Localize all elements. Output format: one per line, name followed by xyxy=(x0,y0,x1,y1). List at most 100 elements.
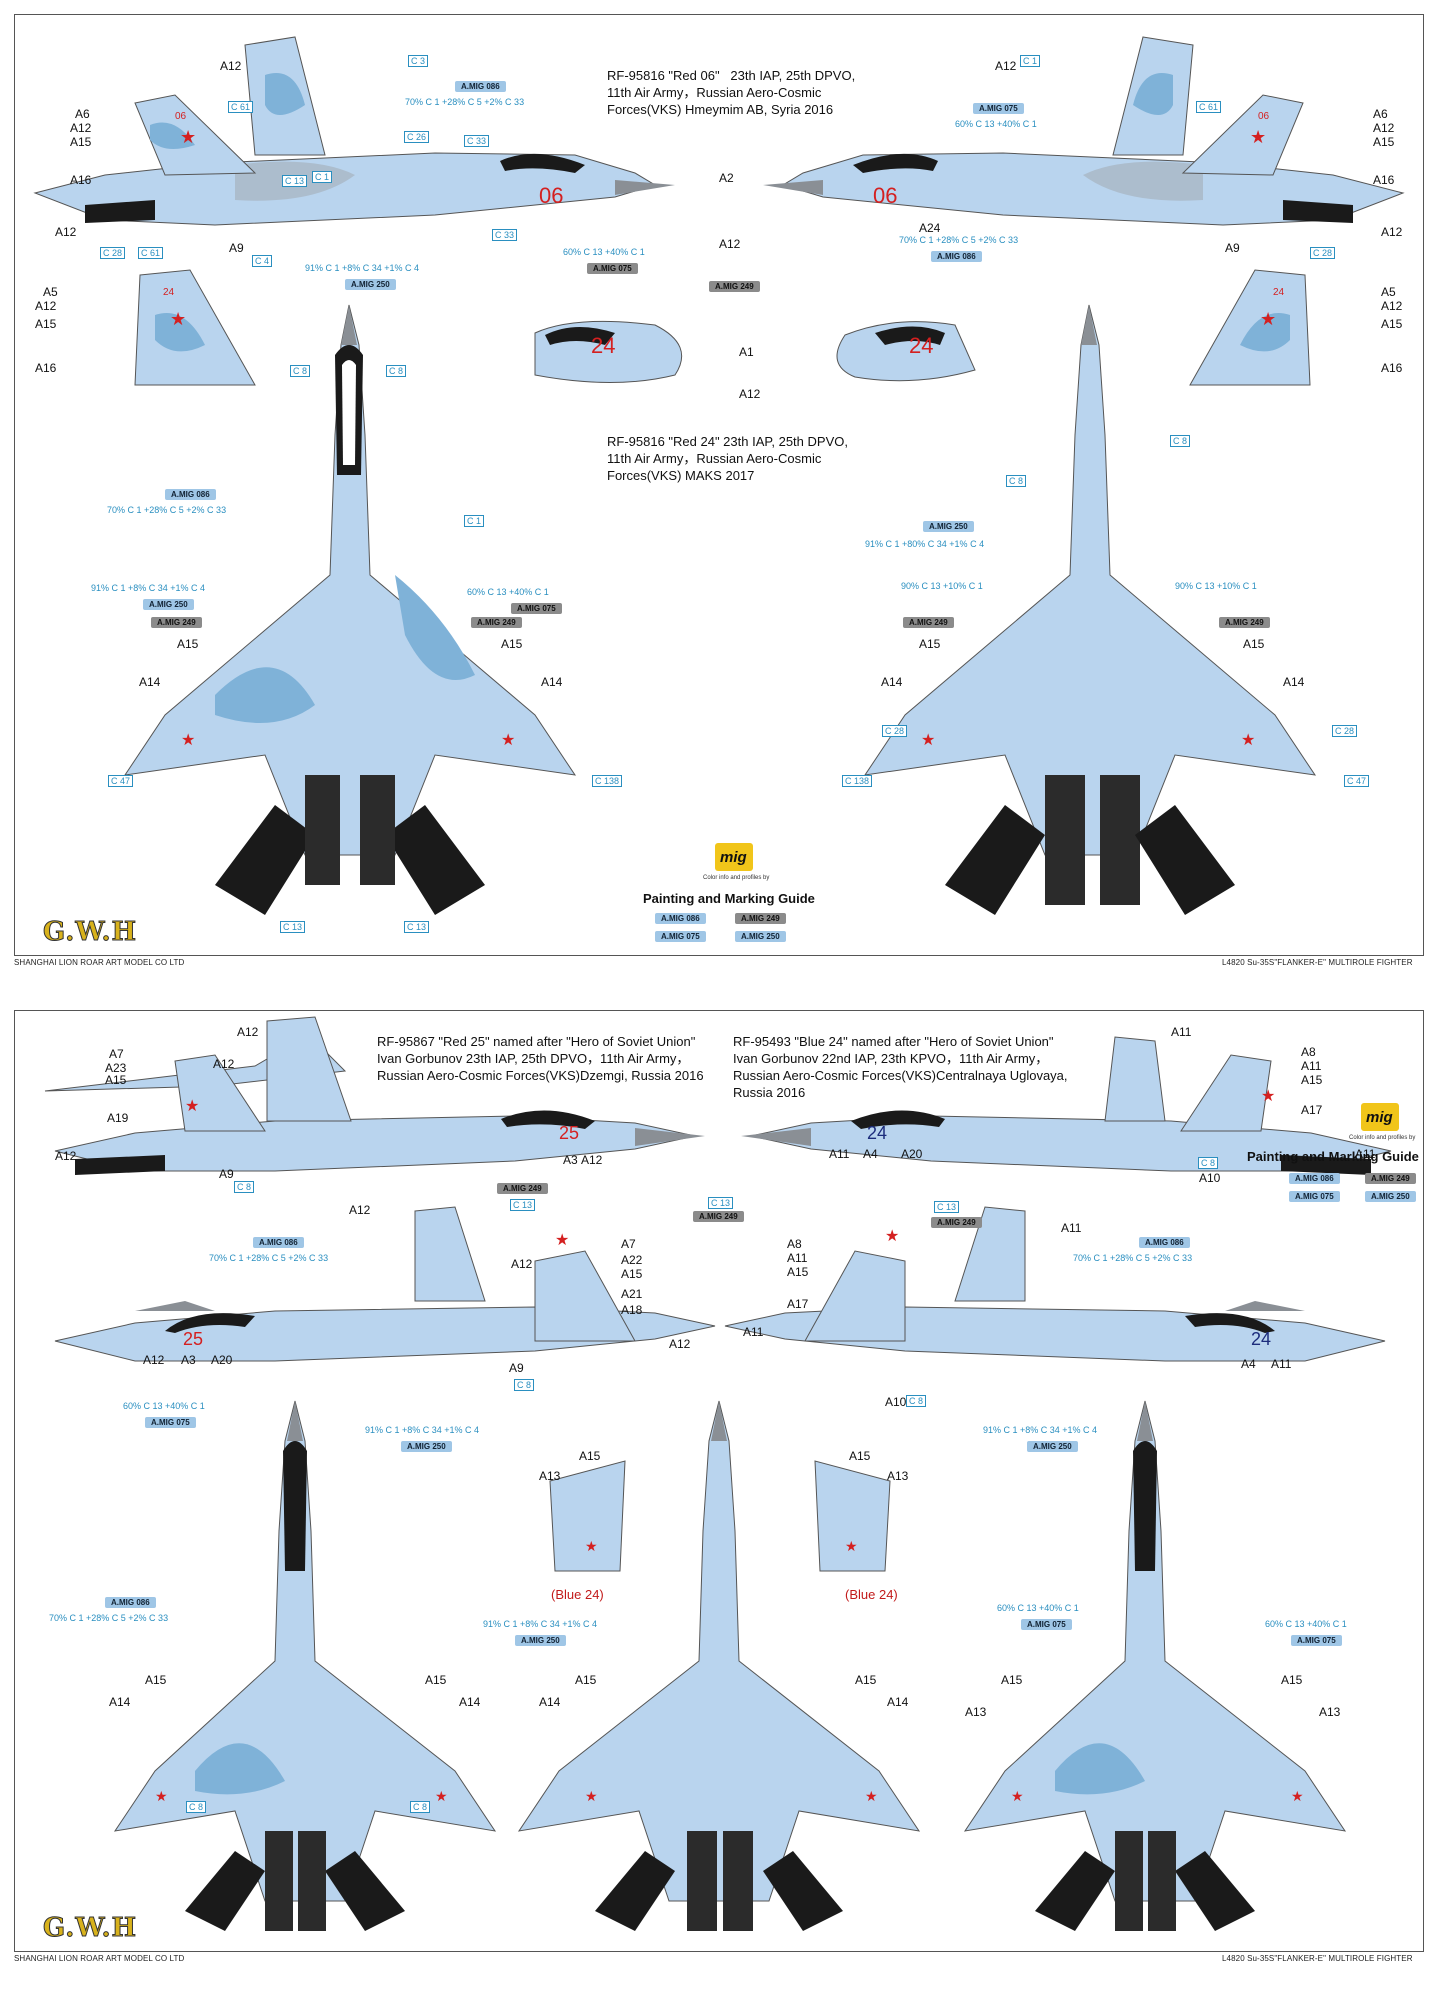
footer-right: L4820 Su-35S"FLANKER-E" MULTIROLE FIGHTE… xyxy=(1222,1954,1413,1963)
color-chip: C 13 xyxy=(281,175,308,187)
scheme-title-red06: RF-95816 "Red 06" 23th IAP, 25th DPVO, 1… xyxy=(607,68,856,117)
callout-a19: A19 xyxy=(107,1111,129,1125)
paint-mig086: A.MIG 086 xyxy=(253,1237,304,1248)
paint-mig249: A.MIG 249 xyxy=(709,281,760,292)
callout-a15: A15 xyxy=(579,1449,601,1463)
tail-fin-right-red24 xyxy=(1189,269,1311,386)
svg-text:★: ★ xyxy=(1241,732,1255,749)
callout-a12: A12 xyxy=(70,121,92,135)
callout-a16: A16 xyxy=(1381,361,1403,375)
nose-number-right: 06 xyxy=(873,183,898,208)
legend-mig250: A.MIG 250 xyxy=(735,931,786,942)
svg-text:★: ★ xyxy=(170,309,186,329)
callout-a11: A11 xyxy=(1061,1221,1082,1235)
callout-a15: A15 xyxy=(70,135,92,149)
callout-a13: A13 xyxy=(887,1469,909,1483)
color-chip: C 61 xyxy=(227,101,254,113)
sheet1-artwork: ★ ★ ★ ★ ★ ★ ★ ★ xyxy=(33,36,1405,915)
callout-a15: A15 xyxy=(425,1673,447,1687)
color-chip: C 3 xyxy=(407,55,429,67)
paint-mig075: A.MIG 075 xyxy=(587,263,638,274)
mix-086: 70% C 1 +28% C 5 +2% C 33 xyxy=(49,1613,169,1623)
mix-90: 90% C 13 +10% C 1 xyxy=(901,581,983,591)
callout-a7: A7 xyxy=(109,1047,124,1061)
nose-number-blue24: 24 xyxy=(867,1123,888,1143)
callout-a11: A11 xyxy=(829,1147,850,1161)
mix-086: 70% C 1 +28% C 5 +2% C 33 xyxy=(405,97,525,107)
marking-sheet-1: RF-95816 "Red 06" 23th IAP, 25th DPVO, 1… xyxy=(14,14,1424,956)
callout-a23: A23 xyxy=(105,1061,127,1075)
callout-a12: A12 xyxy=(55,225,77,239)
svg-text:★: ★ xyxy=(865,1788,878,1804)
mig-credit: Color info and profiles by xyxy=(1349,1135,1416,1141)
wingtip-detail-left xyxy=(549,1460,626,1572)
callout-a8: A8 xyxy=(787,1237,802,1251)
color-chip: C 28 xyxy=(99,247,126,259)
paint-mig249: A.MIG 249 xyxy=(151,617,202,628)
svg-text:★: ★ xyxy=(181,732,195,749)
color-chip: C 26 xyxy=(403,131,430,143)
color-chip: C 13 xyxy=(509,1199,536,1211)
legend-mig250: A.MIG 250 xyxy=(1365,1191,1416,1202)
mix-250: 91% C 1 +8% C 34 +1% C 4 xyxy=(983,1425,1098,1435)
callout-a12: A12 xyxy=(1381,225,1403,239)
nose-number-blue24-b: 24 xyxy=(1251,1329,1272,1349)
paint-mig086: A.MIG 086 xyxy=(931,251,982,262)
callout-a3: A3 xyxy=(181,1353,196,1367)
callout-a5: A5 xyxy=(43,285,58,299)
mix-075: 60% C 13 +40% C 1 xyxy=(563,247,645,257)
svg-text:★: ★ xyxy=(585,1788,598,1804)
color-chip: C 138 xyxy=(841,775,873,787)
nose-detail-number-right: 24 xyxy=(909,333,934,358)
mix-075: 60% C 13 +40% C 1 xyxy=(123,1401,205,1411)
plan-view-right-blue24 xyxy=(963,1400,1347,1931)
mix-250: 91% C 1 +8% C 34 +1% C 4 xyxy=(91,583,206,593)
paint-mig249: A.MIG 249 xyxy=(1219,617,1270,628)
svg-text:★: ★ xyxy=(555,1232,569,1249)
callout-a15: A15 xyxy=(1381,317,1403,331)
callout-a15: A15 xyxy=(145,1673,167,1687)
footer-left: SHANGHAI LION ROAR ART MODEL CO LTD xyxy=(14,1954,185,1963)
callout-a14: A14 xyxy=(539,1695,561,1709)
svg-text:★: ★ xyxy=(1291,1788,1304,1804)
callout-a21: A21 xyxy=(621,1287,643,1301)
callout-a15: A15 xyxy=(787,1265,809,1279)
callout-a17: A17 xyxy=(1301,1103,1323,1117)
callout-a12: A12 xyxy=(669,1337,691,1351)
legend-mig249: A.MIG 249 xyxy=(1365,1173,1416,1184)
callout-a11: A11 xyxy=(743,1325,764,1339)
paint-mig086: A.MIG 086 xyxy=(165,489,216,500)
svg-text:★: ★ xyxy=(1011,1788,1024,1804)
nose-number-red25: 25 xyxy=(559,1123,580,1143)
left-profile-red06 xyxy=(33,36,675,226)
scheme-title-blue24: RF-95493 "Blue 24" named after "Hero of … xyxy=(733,1034,1068,1100)
color-chip: C 28 xyxy=(1331,725,1358,737)
wingtip-detail-right xyxy=(814,1460,891,1572)
color-chip: C 8 xyxy=(185,1801,207,1813)
callout-a7: A7 xyxy=(621,1237,636,1251)
callout-a10: A10 xyxy=(885,1395,907,1409)
paint-mig249: A.MIG 249 xyxy=(497,1183,548,1194)
callout-a12: A12 xyxy=(220,59,242,73)
callout-a17: A17 xyxy=(787,1297,809,1311)
paint-mig086: A.MIG 086 xyxy=(105,1597,156,1608)
callout-a15: A15 xyxy=(1243,637,1265,651)
tail-number-left: 06 xyxy=(175,111,187,122)
color-chip: C 13 xyxy=(403,921,430,933)
paint-mig075: A.MIG 075 xyxy=(1291,1635,1342,1646)
callout-a8: A8 xyxy=(1301,1045,1316,1059)
plan-view-left-red25 xyxy=(113,1400,497,1931)
mix-086: 70% C 1 +28% C 5 +2% C 33 xyxy=(107,505,227,515)
paint-mig250: A.MIG 250 xyxy=(345,279,396,290)
color-chip: C 8 xyxy=(1197,1157,1219,1169)
callout-a11: A11 xyxy=(1301,1059,1322,1073)
color-chip: C 47 xyxy=(1343,775,1370,787)
right-profile-red06 xyxy=(763,36,1405,226)
scheme-title-red25: RF-95867 "Red 25" named after "Hero of S… xyxy=(377,1034,704,1083)
callout-a12: A12 xyxy=(35,299,57,313)
legend-mig086: A.MIG 086 xyxy=(1289,1173,1340,1184)
svg-text:★: ★ xyxy=(885,1228,899,1245)
color-chip: C 1 xyxy=(463,515,485,527)
svg-text:★: ★ xyxy=(845,1538,858,1554)
callout-a4: A4 xyxy=(863,1147,878,1161)
